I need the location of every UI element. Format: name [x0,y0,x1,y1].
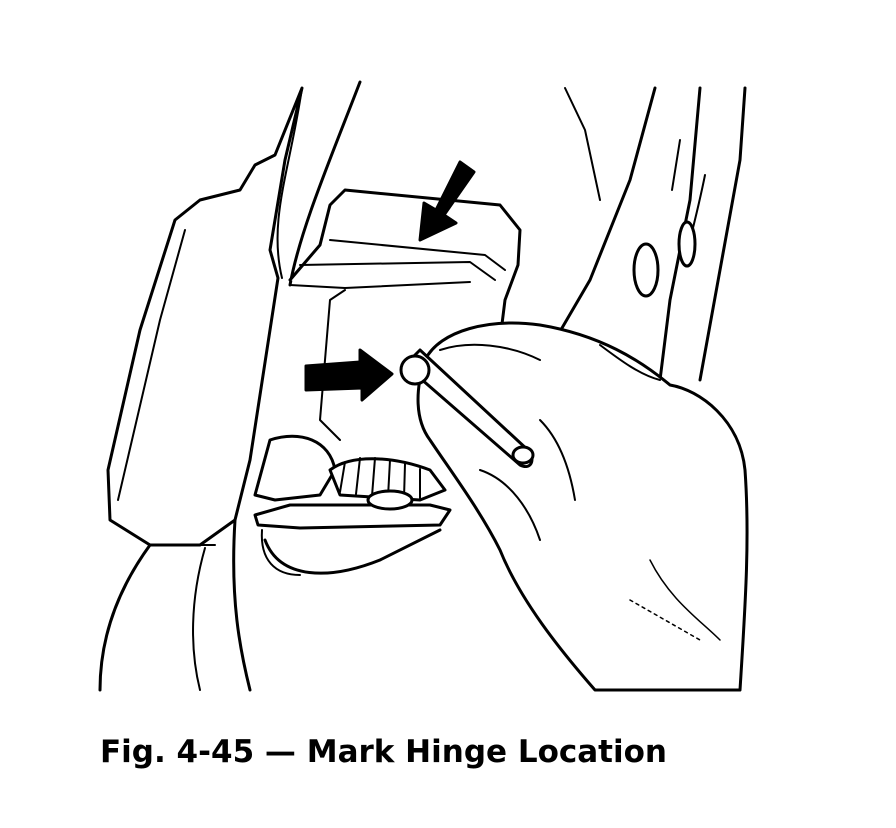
arrow-down-icon [420,162,474,240]
door-trim-panel [108,88,302,545]
arrow-right-icon [306,350,392,400]
figure-caption: Fig. 4-45 — Mark Hinge Location [100,734,667,770]
hinge-illustration [0,0,896,720]
hinge-arm [255,505,450,528]
hinge-bracket [290,190,520,340]
hand [418,323,747,690]
